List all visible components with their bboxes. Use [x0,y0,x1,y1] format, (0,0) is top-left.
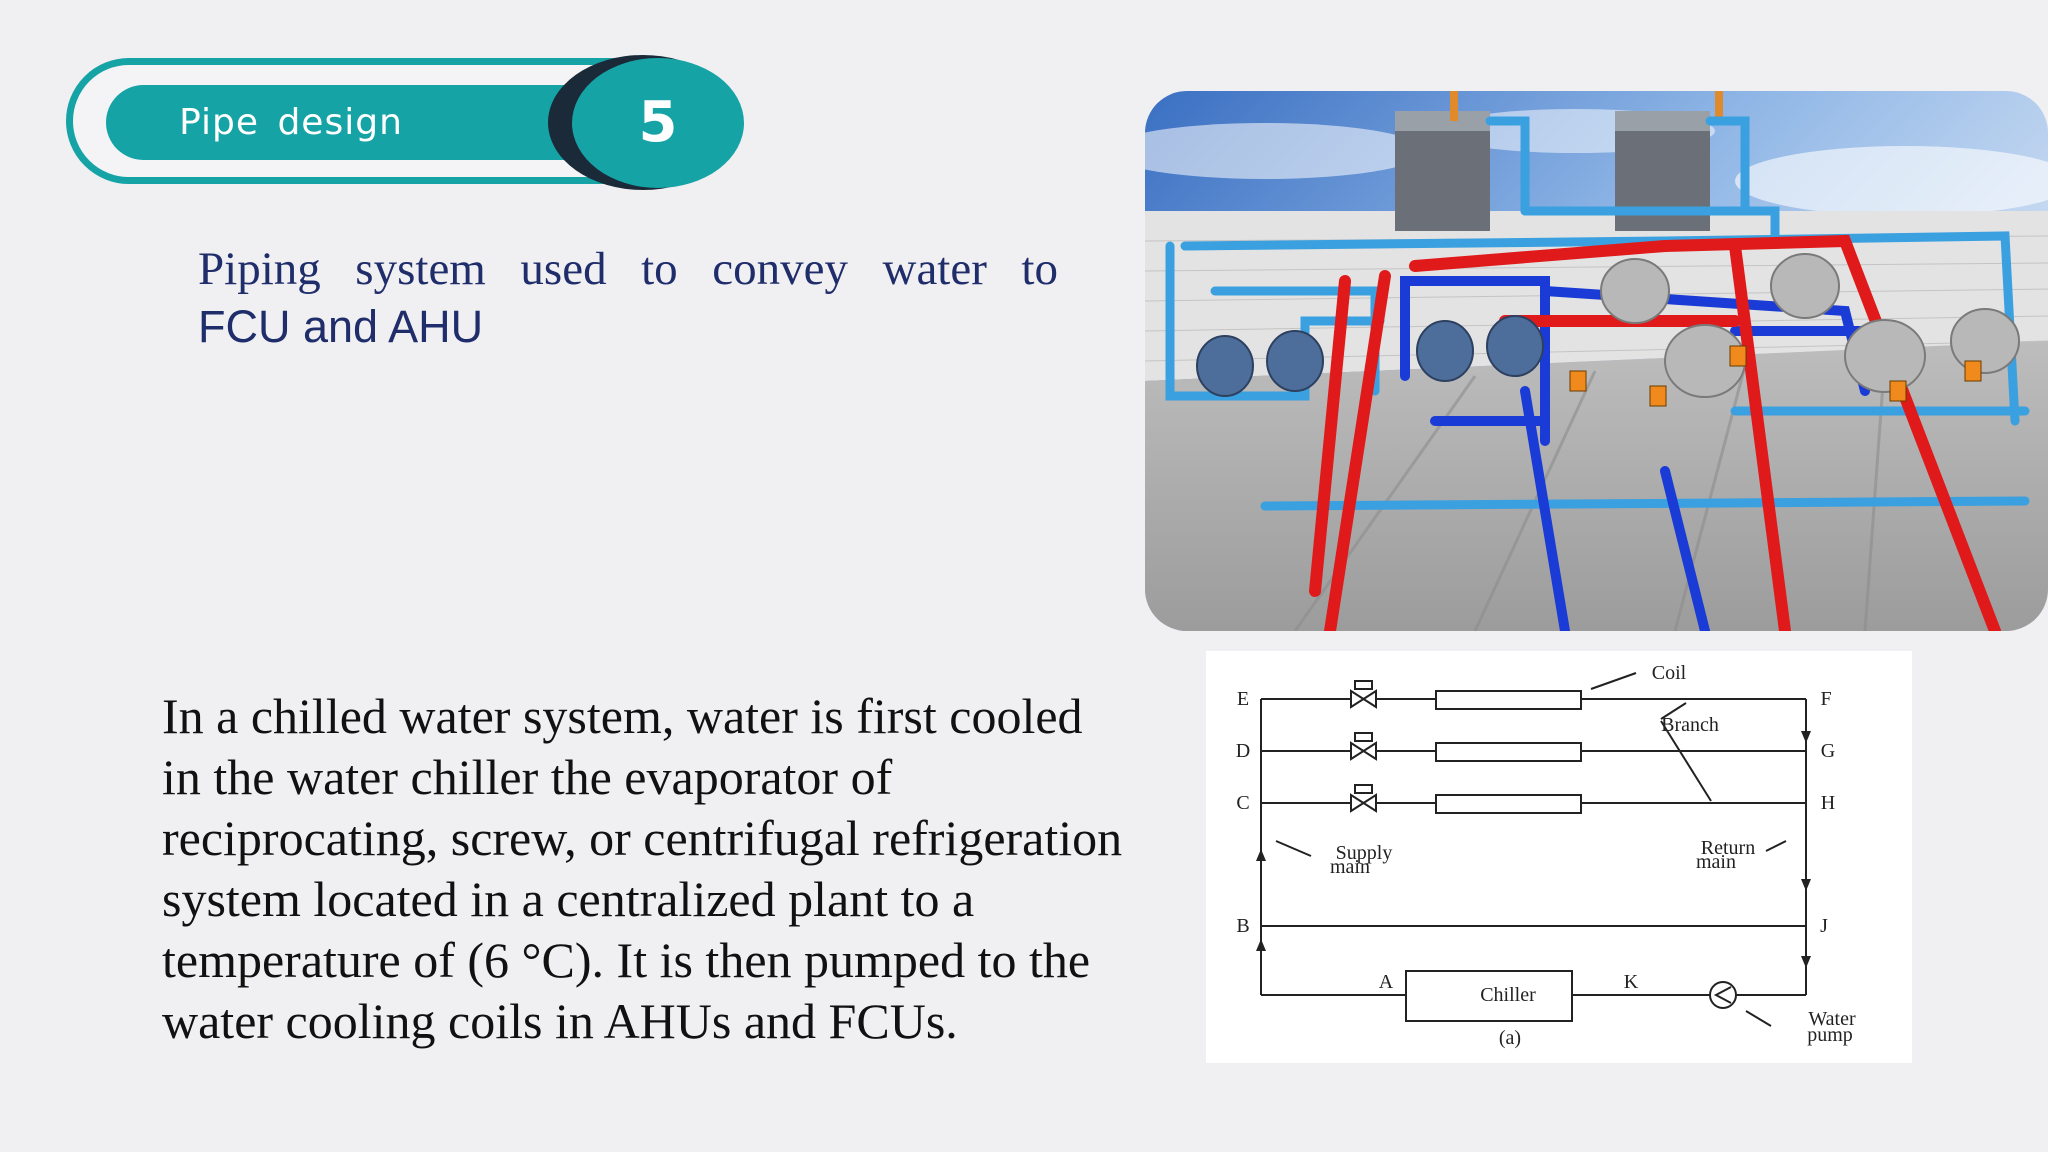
node-label-h: H [1821,792,1835,814]
body-paragraph: In a chilled water system, water is firs… [162,686,1172,1052]
water-pump-label-2: pump [1807,1024,1853,1046]
water-pump-label-1: Water [1808,1008,1856,1030]
chilled-water-schematic: E D C B A F G H J K Coil Branch Supply m… [1206,651,1912,1063]
body-line: system located in a centralized plant to… [162,871,975,927]
branch-label: Branch [1661,714,1719,736]
node-label-k: K [1624,971,1639,993]
node-label-a: A [1379,971,1394,993]
section-number: 5 [638,90,678,155]
node-label-f: F [1820,688,1831,710]
chiller-label: Chiller [1480,984,1536,1006]
node-label-g: G [1821,740,1835,762]
body-line: In a chilled water system, water is firs… [162,688,1083,744]
node-label-b: B [1236,915,1249,937]
piping-system-image [1145,91,2048,631]
body-line: in the water chiller the evaporator of [162,749,893,805]
node-label-j: J [1820,915,1828,937]
section-badge [572,58,744,188]
coil-label: Coil [1652,662,1687,684]
body-line: reciprocating, screw, or centrifugal ref… [162,810,1123,866]
header-pill [106,85,626,160]
body-line: temperature of (6 °C). It is then pumped… [162,932,1091,988]
supply-main-label-2: main [1330,856,1370,878]
subtitle: Piping system used to convey water to FC… [198,240,1058,356]
diagram-caption: (a) [1499,1027,1521,1049]
header-title: Pipe design [179,102,403,143]
node-label-d: D [1236,740,1250,762]
node-label-c: C [1236,792,1249,814]
subtitle-line-2: FCU and AHU [198,301,484,352]
return-main-label-2: main [1696,851,1736,873]
node-label-e: E [1237,688,1249,710]
subtitle-line-1: Piping system used to convey water to [198,243,1058,295]
return-main-label-1: Return [1701,837,1755,859]
supply-main-label-1: Supply [1336,842,1393,864]
body-line: water cooling coils in AHUs and FCUs. [162,993,958,1049]
